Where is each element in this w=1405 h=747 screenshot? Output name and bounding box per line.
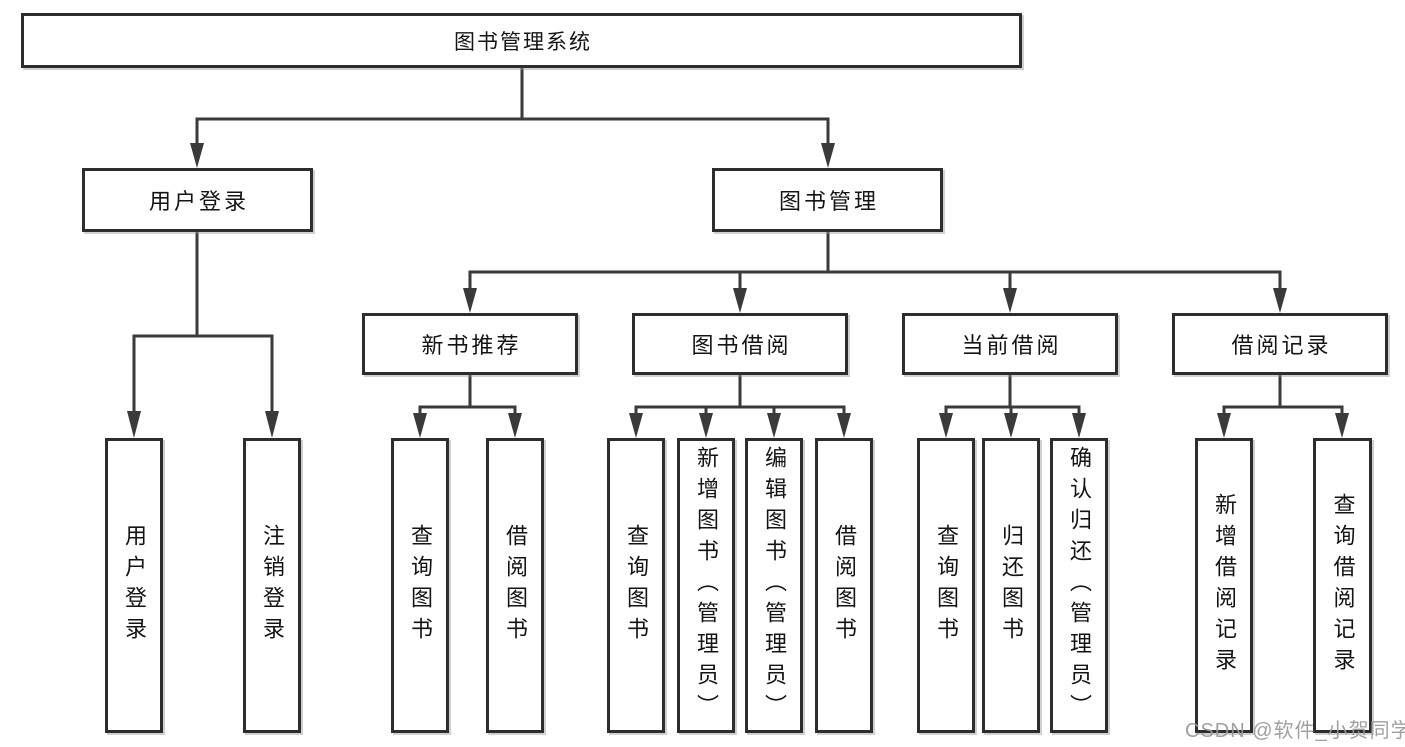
arrowhead-icons <box>127 143 1349 438</box>
node-new-book-recommendation: 新书推荐 <box>362 313 578 375</box>
node-book-borrowing: 图书借阅 <box>632 313 848 375</box>
node-query-books-current: 查询图书 <box>917 438 975 733</box>
node-query-books-recommend: 查询图书 <box>391 438 449 733</box>
node-edit-books-admin: 编辑图书（管理员） <box>745 438 803 733</box>
node-query-books-borrow: 查询图书 <box>607 438 665 733</box>
node-book-management: 图书管理 <box>712 168 943 232</box>
node-add-borrow-record: 新增借阅记录 <box>1195 438 1253 733</box>
node-confirm-return-admin: 确认归还（管理员） <box>1050 438 1108 733</box>
node-return-books: 归还图书 <box>982 438 1040 733</box>
csdn-watermark: CSDN @软件_小贺同学 <box>1185 720 1405 742</box>
node-query-borrow-record: 查询借阅记录 <box>1313 438 1372 733</box>
node-library-system: 图书管理系统 <box>21 13 1022 68</box>
node-user-login: 用户登录 <box>82 168 313 232</box>
node-user-login-leaf: 用户登录 <box>105 438 163 733</box>
node-logout-leaf: 注销登录 <box>243 438 301 733</box>
node-current-borrowing: 当前借阅 <box>902 313 1118 375</box>
node-add-books-admin: 新增图书（管理员） <box>677 438 735 733</box>
node-borrowing-records: 借阅记录 <box>1172 313 1388 375</box>
node-borrow-books-recommend: 借阅图书 <box>486 438 544 733</box>
node-borrow-books-leaf: 借阅图书 <box>815 438 873 733</box>
